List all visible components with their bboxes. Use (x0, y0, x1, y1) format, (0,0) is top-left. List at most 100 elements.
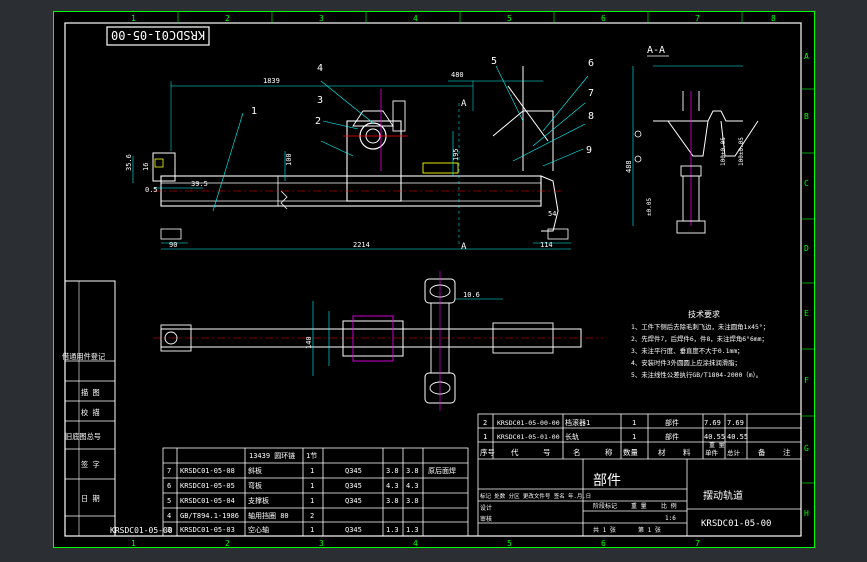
svg-text:1: 1 (251, 106, 257, 117)
svg-text:描 图: 描 图 (81, 388, 100, 397)
svg-text:1节: 1节 (306, 452, 317, 460)
svg-text:注: 注 (783, 447, 791, 457)
svg-text:7: 7 (695, 14, 700, 23)
svg-text:KRSDC01-05-05: KRSDC01-05-05 (180, 482, 235, 490)
svg-text:7.69: 7.69 (727, 419, 744, 427)
svg-text:6: 6 (167, 482, 171, 490)
drawing-number-box (106, 26, 210, 46)
svg-text:6: 6 (601, 539, 606, 548)
svg-text:4: 4 (317, 63, 323, 74)
svg-text:5: 5 (167, 497, 171, 505)
svg-text:斜板: 斜板 (248, 466, 262, 475)
bom-left-text: 13439 圆环链 1节 7 KRSDC01-05-08 斜板 1 Q345 3… (167, 451, 456, 534)
svg-text:Q345: Q345 (345, 526, 362, 534)
svg-text:D: D (804, 244, 809, 253)
svg-text:5、未注线性公差执行GB/T1804-2000（m）。: 5、未注线性公差执行GB/T1804-2000（m）。 (631, 370, 762, 379)
svg-text:3.8: 3.8 (386, 497, 399, 505)
front-dimensions: 1839 480 100 90 2214 114 54 39.5 0.5 35.… (125, 71, 556, 252)
svg-text:设计: 设计 (480, 504, 492, 512)
svg-text:F: F (804, 376, 809, 385)
drawing-number-text: KRSDC01-05-00 (111, 28, 205, 42)
svg-text:3.8: 3.8 (386, 467, 399, 475)
outer-frame (53, 11, 815, 548)
svg-text:6: 6 (588, 58, 594, 69)
svg-text:名: 名 (573, 447, 581, 457)
svg-text:H: H (804, 509, 809, 518)
svg-text:数量: 数量 (623, 447, 638, 457)
svg-text:2214: 2214 (353, 241, 370, 249)
svg-text:140: 140 (305, 336, 313, 349)
svg-text:0.5: 0.5 (145, 186, 158, 194)
svg-text:借通用件登记: 借通用件登记 (62, 352, 105, 361)
svg-text:195: 195 (452, 148, 460, 161)
svg-text:1:6: 1:6 (665, 515, 676, 522)
svg-text:轴用挡圈 80: 轴用挡圈 80 (248, 511, 289, 520)
svg-text:旧底图总号: 旧底图总号 (65, 432, 101, 441)
svg-text:40.55: 40.55 (704, 433, 725, 441)
svg-text:第 1 张: 第 1 张 (638, 526, 661, 534)
svg-text:1: 1 (310, 497, 314, 505)
svg-text:3: 3 (319, 14, 324, 23)
svg-text:10.6: 10.6 (463, 291, 480, 299)
svg-text:4.3: 4.3 (386, 482, 399, 490)
svg-text:料: 料 (683, 447, 691, 457)
svg-text:40.55: 40.55 (727, 433, 748, 441)
svg-text:1: 1 (310, 482, 314, 490)
svg-text:100±0.05: 100±0.05 (720, 137, 727, 166)
tech-requirements: 技术要求 1、工件下侧后去除毛刺飞边，未注圆角1x45°； 2、先焊件7，后焊件… (631, 309, 769, 379)
svg-text:4.3: 4.3 (406, 482, 419, 490)
section-a-a: A-A 488 100±0.05 100±0.05 ±0.05 (625, 45, 759, 234)
svg-text:3: 3 (167, 526, 171, 534)
svg-text:90: 90 (169, 241, 177, 249)
bom-left (162, 447, 469, 537)
svg-text:5: 5 (507, 539, 512, 548)
svg-text:54: 54 (548, 210, 556, 218)
svg-text:比 例: 比 例 (661, 502, 677, 510)
title-name: 摆动轨道 (703, 489, 743, 502)
title-category: 部件 (593, 473, 621, 489)
svg-text:1: 1 (632, 433, 636, 441)
svg-text:1839: 1839 (263, 77, 280, 85)
svg-text:KRSDC01-05-03: KRSDC01-05-03 (180, 526, 235, 534)
svg-text:KRSDC01-05-08: KRSDC01-05-08 (180, 467, 235, 475)
svg-text:校 描: 校 描 (81, 408, 100, 417)
svg-text:日 期: 日 期 (81, 494, 100, 503)
svg-text:100: 100 (285, 153, 293, 166)
svg-text:480: 480 (451, 71, 464, 79)
svg-text:材: 材 (658, 447, 666, 457)
svg-text:KRSDC01-05-01-00: KRSDC01-05-01-00 (497, 433, 560, 441)
svg-text:1、工件下侧后去除毛刺飞边，未注圆角1x45°；: 1、工件下侧后去除毛刺飞边，未注圆角1x45°； (631, 322, 769, 331)
svg-text:5: 5 (491, 56, 497, 67)
svg-text:5: 5 (507, 14, 512, 23)
svg-text:单件: 单件 (705, 448, 719, 457)
svg-text:7: 7 (695, 539, 700, 548)
svg-text:部件: 部件 (665, 432, 679, 441)
svg-text:2: 2 (225, 14, 230, 23)
svg-text:4: 4 (413, 539, 418, 548)
svg-text:488: 488 (625, 160, 633, 173)
svg-text:3.8: 3.8 (406, 467, 419, 475)
svg-text:称: 称 (605, 447, 613, 457)
svg-text:KRSDC01-05-04: KRSDC01-05-04 (180, 497, 235, 505)
svg-text:阶段标记: 阶段标记 (593, 502, 617, 510)
svg-text:1: 1 (483, 433, 487, 441)
svg-text:标记 处数 分区 更改文件号 签名 年.月.日: 标记 处数 分区 更改文件号 签名 年.月.日 (480, 492, 591, 500)
part-callouts: 1 2 3 4 5 6 7 8 9 (251, 56, 594, 156)
svg-text:2: 2 (315, 116, 321, 127)
svg-text:弯板: 弯板 (248, 481, 262, 490)
svg-text:2: 2 (225, 539, 230, 548)
svg-text:3、未注平行度、垂直度不大于0.1mm；: 3、未注平行度、垂直度不大于0.1mm； (631, 346, 744, 355)
svg-text:审核: 审核 (480, 515, 492, 523)
drawing-sheet: 1 2 3 4 5 6 7 8 1 2 3 4 5 6 7 A B C D E … (53, 11, 815, 548)
bom-right-grid (477, 413, 802, 537)
svg-text:1: 1 (131, 539, 136, 548)
svg-text:原后面焊: 原后面焊 (428, 466, 456, 475)
svg-text:8: 8 (771, 14, 776, 23)
svg-text:重 量: 重 量 (709, 441, 725, 449)
svg-text:A: A (461, 242, 467, 252)
svg-text:4、安装时件3外圆圆上应涂抹润滑脂；: 4、安装时件3外圆圆上应涂抹润滑脂； (631, 358, 741, 367)
svg-text:8: 8 (588, 111, 594, 122)
title-number: KRSDC01-05-00 (701, 519, 771, 529)
zone-dividers (177, 11, 815, 484)
